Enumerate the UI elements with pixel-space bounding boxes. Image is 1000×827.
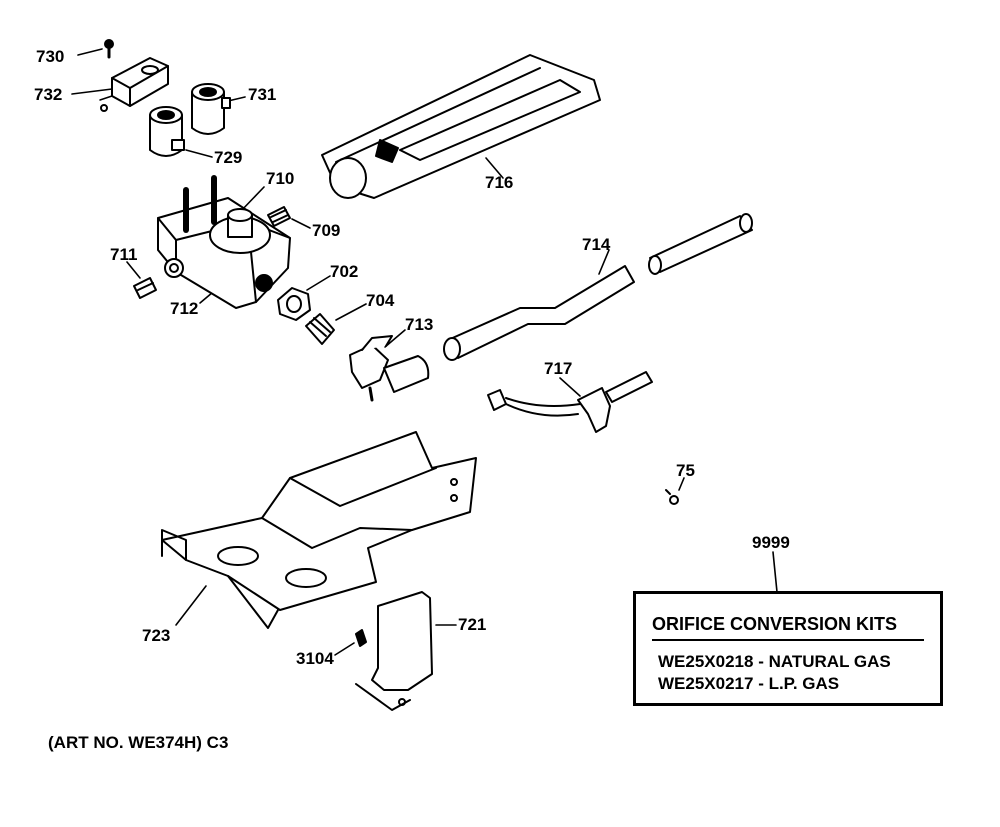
part-712-gas-valve [157,175,291,309]
part-723-bracket [161,431,477,629]
part-702-nut [277,287,311,321]
label-723: 723 [142,626,171,645]
label-709: 709 [312,221,341,240]
label-702: 702 [330,262,359,281]
label-9999: 9999 [752,533,790,552]
label-721: 721 [458,615,487,634]
label-711: 711 [110,245,138,264]
label-712: 712 [170,299,199,318]
label-731: 731 [248,85,277,104]
label-710: 710 [266,169,295,188]
part-729-coil [149,106,185,157]
label-714: 714 [582,235,611,254]
kit-code-lp-gas: WE25X0217 [658,674,754,693]
part-731-coil [191,83,231,135]
orifice-kit-box: ORIFICE CONVERSION KITS WE25X0218 - NATU… [633,591,943,706]
kit-title-underline [652,639,924,641]
part-3104-screw [355,629,367,647]
label-713: 713 [405,315,434,334]
label-732: 732 [34,85,63,104]
label-716: 716 [485,173,514,192]
kit-line-lp-gas: WE25X0217 - L.P. GAS [658,674,839,694]
part-716-burner [321,54,601,199]
label-730: 730 [36,47,65,66]
part-721-shield [355,591,433,711]
kit-code-natural-gas: WE25X0218 [658,652,754,671]
leader-lines [71,48,778,656]
kit-line-natural-gas: WE25X0218 - NATURAL GAS [658,652,891,672]
part-75-screw [665,489,679,505]
part-732-bracket [99,57,169,112]
part-714-pipe [443,213,753,361]
label-729: 729 [214,148,243,167]
part-717-igniter [487,371,653,433]
label-704: 704 [366,291,395,310]
label-717: 717 [544,359,573,378]
part-730-screw [104,39,114,59]
part-711-plug [133,277,157,299]
label-3104: 3104 [296,649,334,668]
label-75: 75 [676,461,695,480]
kit-desc-natural-gas: - NATURAL GAS [758,652,891,671]
part-709-fitting [267,206,291,227]
kit-desc-lp-gas: - L.P. GAS [758,674,840,693]
kit-title: ORIFICE CONVERSION KITS [652,614,898,634]
part-704-orifice [305,313,335,345]
art-number: (ART NO. WE374H) C3 [48,733,229,752]
part-713-valve [349,335,430,402]
